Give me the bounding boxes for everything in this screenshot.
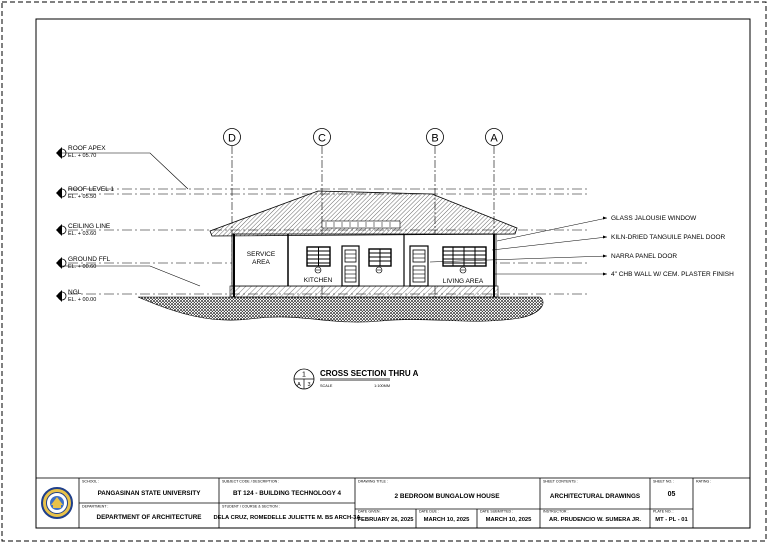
tb-student-label: STUDENT / COURSE & SECTION : — [222, 505, 280, 509]
panel-door-living — [409, 245, 429, 287]
section-number: 1 — [302, 372, 306, 379]
level-marker-ground-ffl: GROUND FFL EL. + 00.60 — [56, 256, 111, 270]
room-label-living: LIVING AREA — [443, 278, 484, 285]
level-marker-roof-apex: ROOF APEX EL. + 05.70 — [56, 145, 106, 159]
grid-bubble-d: D — [223, 128, 241, 146]
floor-slab — [229, 285, 499, 298]
jalousie-window-kitchen — [306, 246, 331, 267]
room-label-service-2: AREA — [252, 259, 270, 266]
tb-date-submitted: MARCH 10, 2025 — [486, 517, 533, 523]
roof-truss-detail — [321, 220, 401, 229]
level-name: NGL — [68, 289, 82, 296]
tb-subject: BT 124 - BUILDING TECHNOLOGY 4 — [233, 490, 341, 497]
level-marker-ngl: NGL EL. + 00.00 — [56, 289, 96, 303]
callout-chb-wall: 4" CHB WALL W/ CEM. PLASTER FINISH — [611, 271, 734, 278]
tb-sheet-no: 05 — [668, 491, 676, 498]
tb-sheet-contents-label: SHEET CONTENTS : — [543, 480, 578, 484]
tb-date-given: FEBRUARY 26, 2025 — [357, 517, 414, 523]
section-scale-value: 1:100MM — [374, 384, 390, 388]
tb-date-due: MARCH 10, 2025 — [424, 517, 471, 523]
level-marker-roof-level: ROOF LEVEL 1 EL. + 05.50 — [56, 186, 114, 200]
tb-student: DELA CRUZ, ROMEDELLE JULIETTE M. BS ARCH… — [213, 515, 361, 521]
level-elevation: EL. + 05.50 — [68, 194, 96, 200]
tb-department: DEPARTMENT OF ARCHITECTURE — [97, 514, 202, 521]
tb-instructor-label: INSTRUCTOR : — [543, 510, 569, 514]
section-sheet-a: A — [297, 382, 301, 388]
jalousie-window-center — [368, 248, 392, 267]
tb-drawing-title-label: DRAWING TITLE : — [358, 480, 388, 484]
room-label-kitchen: KITCHEN — [304, 277, 333, 284]
level-name: ROOF APEX — [68, 145, 106, 152]
grid-bubble-b: B — [426, 128, 444, 146]
tb-school-label: SCHOOL : — [82, 480, 99, 484]
roof-hatched — [209, 190, 518, 237]
section-sheet-b: 3 — [307, 382, 310, 388]
level-elevation: EL. + 03.60 — [68, 231, 96, 237]
level-elevation: EL. + 00.60 — [68, 264, 96, 270]
level-leaders — [62, 152, 201, 287]
callout-glass-jalousie: GLASS JALOUSIE WINDOW — [611, 215, 697, 222]
level-elevation: EL. + 00.00 — [68, 297, 96, 303]
level-marker-ceiling: CEILING LINE EL. + 03.60 — [56, 223, 111, 237]
level-name: CEILING LINE — [68, 223, 111, 230]
tb-department-label: DEPARTMENT : — [82, 505, 108, 509]
natural-ground-fill — [137, 296, 544, 323]
level-name: ROOF LEVEL 1 — [68, 186, 114, 193]
callout-leaders — [429, 217, 608, 275]
level-elevation: EL. + 05.70 — [68, 153, 96, 159]
section-title-block: 1 A 3 CROSS SECTION THRU A SCALE 1:100MM — [293, 368, 419, 390]
grid-bubble-a: A — [485, 128, 503, 146]
ceiling-light-icons — [314, 266, 467, 274]
tb-date-given-label: DATE GIVEN : — [358, 510, 382, 514]
jalousie-window-living — [442, 246, 487, 267]
svg-text:A: A — [490, 133, 498, 145]
section-title: CROSS SECTION THRU A — [320, 369, 419, 378]
tb-rating-label: RATING : — [696, 480, 711, 484]
callout-narra-door: NARRA PANEL DOOR — [611, 253, 677, 260]
callout-tanguile-door: KILN-DRIED TANGUILE PANEL DOOR — [611, 234, 726, 241]
grid-bubble-c: C — [313, 128, 331, 146]
room-label-service: SERVICE — [247, 251, 276, 258]
section-scale-label: SCALE — [320, 384, 333, 388]
svg-text:B: B — [431, 133, 438, 145]
panel-door-kitchen — [341, 245, 360, 287]
tb-sheet-contents: ARCHITECTURAL DRAWINGS — [550, 493, 640, 500]
tb-sheet-no-label: SHEET NO. : — [653, 480, 674, 484]
tb-plate-no: MT - PL - 01 — [655, 517, 688, 523]
svg-text:C: C — [318, 133, 326, 145]
title-block — [35, 477, 751, 529]
tb-instructor: AR. PRUDENCIO W. SUMERA JR. — [549, 517, 641, 523]
level-name: GROUND FFL — [68, 256, 111, 263]
tb-drawing-title: 2 BEDROOM BUNGALOW HOUSE — [394, 493, 500, 500]
tb-date-submitted-label: DATE SUBMITTED : — [480, 510, 513, 514]
university-seal — [41, 487, 73, 519]
tb-subject-label: SUBJECT CODE / DESCRIPTION : — [222, 480, 279, 484]
tb-school: PANGASINAN STATE UNIVERSITY — [98, 490, 202, 497]
tb-plate-no-label: PLATE NO. : — [653, 510, 674, 514]
tb-date-due-label: DATE DUE : — [419, 510, 439, 514]
svg-text:D: D — [228, 133, 236, 145]
